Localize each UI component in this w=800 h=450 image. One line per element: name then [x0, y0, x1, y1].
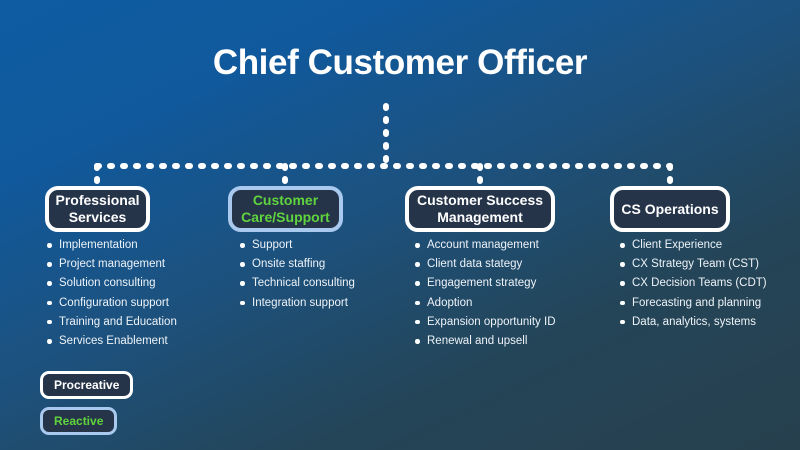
- list-item: CX Decision Teams (CDT): [618, 276, 767, 291]
- list-item: CX Strategy Team (CST): [618, 257, 767, 272]
- list-item: Integration support: [238, 296, 355, 311]
- list-item: Technical consulting: [238, 276, 355, 291]
- list-item: Support: [238, 238, 355, 253]
- node-box-customer-success-management[interactable]: Customer Success Management: [405, 186, 555, 232]
- list-item: Client data stategy: [413, 257, 556, 272]
- list-item: Project management: [45, 257, 177, 272]
- list-item: Data, analytics, systems: [618, 315, 767, 330]
- node-box-customer-care-support[interactable]: Customer Care/Support: [228, 186, 343, 232]
- node-box-cs-operations[interactable]: CS Operations: [610, 186, 730, 232]
- legend: Procreative Reactive: [40, 371, 134, 443]
- node-box-professional-services[interactable]: Professional Services: [45, 186, 150, 232]
- bullet-list-customer-success-management: Account management Client data stategy E…: [413, 238, 556, 353]
- page-title: Chief Customer Officer: [212, 43, 588, 82]
- bullet-list-professional-services: Implementation Project management Soluti…: [45, 238, 177, 353]
- legend-chip-procreative: Procreative: [40, 371, 134, 399]
- list-item: Adoption: [413, 296, 556, 311]
- list-item: Solution consulting: [45, 276, 177, 291]
- list-item: Services Enablement: [45, 334, 177, 349]
- list-item: Expansion opportunity ID: [413, 315, 556, 330]
- list-item: Renewal and upsell: [413, 334, 556, 349]
- bullet-list-customer-care-support: Support Onsite staffing Technical consul…: [238, 238, 355, 315]
- legend-chip-reactive: Reactive: [40, 407, 118, 435]
- list-item: Forecasting and planning: [618, 296, 767, 311]
- list-item: Account management: [413, 238, 556, 253]
- list-item: Implementation: [45, 238, 177, 253]
- list-item: Configuration support: [45, 296, 177, 311]
- list-item: Onsite staffing: [238, 257, 355, 272]
- list-item: Engagement strategy: [413, 276, 556, 291]
- bullet-list-cs-operations: Client Experience CX Strategy Team (CST)…: [618, 238, 767, 334]
- list-item: Training and Education: [45, 315, 177, 330]
- list-item: Client Experience: [618, 238, 767, 253]
